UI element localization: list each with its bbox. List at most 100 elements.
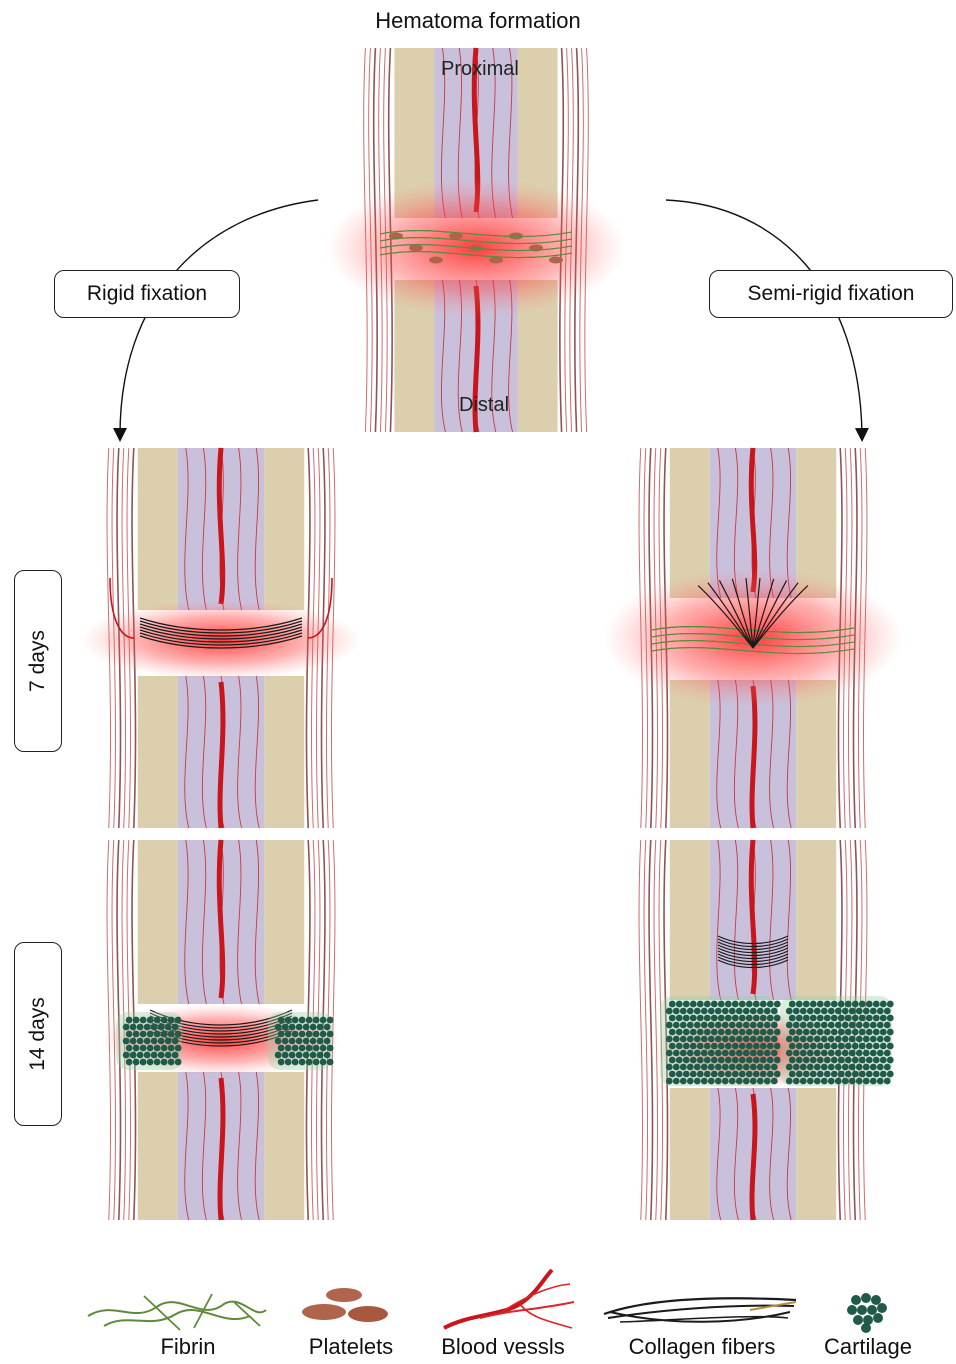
chondrocyte <box>327 1031 334 1038</box>
chondrocyte <box>140 1045 147 1052</box>
chondrocyte <box>680 1022 687 1029</box>
chondrocyte <box>831 1043 838 1050</box>
chondrocyte <box>151 1024 158 1031</box>
chondrocyte <box>817 1001 824 1008</box>
chondrocyte <box>327 1017 334 1024</box>
chondrocyte <box>793 1050 800 1057</box>
chondrocyte <box>147 1017 154 1024</box>
chondrocyte <box>743 1022 750 1029</box>
chondrocyte <box>880 1015 887 1022</box>
rigid-fixation-box: Rigid fixation <box>54 270 240 318</box>
chondrocyte <box>870 1050 877 1057</box>
chondrocyte <box>760 1057 767 1064</box>
chondrocyte <box>789 1071 796 1078</box>
chondrocyte <box>753 1057 760 1064</box>
chondrocyte <box>800 1036 807 1043</box>
chondrocyte <box>666 1064 673 1071</box>
chondrocyte <box>810 1057 817 1064</box>
chondrocyte <box>887 1071 894 1078</box>
chondrocyte <box>704 1015 711 1022</box>
chondrocyte <box>757 1022 764 1029</box>
chondrocyte <box>165 1038 172 1045</box>
chondrocyte <box>130 1052 137 1059</box>
chondrocyte <box>736 1008 743 1015</box>
chondrocyte <box>172 1024 179 1031</box>
chondrocyte <box>859 1029 866 1036</box>
chondrocyte <box>750 1036 757 1043</box>
chondrocyte <box>767 1001 774 1008</box>
chondrocyte <box>824 1015 831 1022</box>
chondrocyte <box>718 1071 725 1078</box>
chondrocyte <box>282 1038 289 1045</box>
chondrocyte <box>715 1078 722 1085</box>
chondrocyte <box>715 1022 722 1029</box>
chondrocyte <box>690 1043 697 1050</box>
chondrocyte <box>884 1008 891 1015</box>
chondrocyte <box>147 1045 154 1052</box>
chondrocyte <box>774 1015 781 1022</box>
chondrocyte <box>736 1022 743 1029</box>
proximal-label: Proximal <box>441 58 519 81</box>
chondrocyte <box>774 1043 781 1050</box>
chondrocyte <box>158 1052 165 1059</box>
chondrocyte <box>310 1052 317 1059</box>
chondrocyte <box>796 1071 803 1078</box>
chondrocyte <box>821 1064 828 1071</box>
chondrocyte <box>680 1064 687 1071</box>
chondrocyte <box>880 1071 887 1078</box>
chondrocyte <box>866 1043 873 1050</box>
chondrocyte <box>887 1001 894 1008</box>
chondrocyte <box>137 1052 144 1059</box>
semirigid-fixation-label: Semi-rigid fixation <box>748 282 915 306</box>
chondrocyte <box>275 1052 282 1059</box>
chondrocyte <box>123 1038 130 1045</box>
chondrocyte <box>824 1001 831 1008</box>
chondrocyte <box>303 1038 310 1045</box>
chondrocyte <box>842 1008 849 1015</box>
chondrocyte <box>739 1015 746 1022</box>
chondrocyte <box>743 1050 750 1057</box>
chondrocyte <box>151 1052 158 1059</box>
chondrocyte <box>320 1031 327 1038</box>
chondrocyte <box>690 1071 697 1078</box>
chondrocyte <box>165 1024 172 1031</box>
chondrocyte <box>313 1045 320 1052</box>
chondrocyte <box>753 1029 760 1036</box>
chondrocyte <box>831 1001 838 1008</box>
chondrocyte <box>729 1008 736 1015</box>
chondrocyte <box>175 1045 182 1052</box>
chondrocyte <box>282 1052 289 1059</box>
chondrocyte <box>743 1064 750 1071</box>
chondrocyte <box>694 1022 701 1029</box>
chondrocyte <box>750 1064 757 1071</box>
chondrocyte <box>867 1305 877 1315</box>
chondrocyte <box>771 1008 778 1015</box>
chondrocyte <box>851 1295 861 1305</box>
chondrocyte <box>771 1022 778 1029</box>
chondrocyte <box>814 1008 821 1015</box>
chondrocyte <box>856 1022 863 1029</box>
chondrocyte <box>743 1078 750 1085</box>
chondrocyte <box>838 1043 845 1050</box>
chondrocyte <box>859 1001 866 1008</box>
chondrocyte <box>680 1078 687 1085</box>
chondrocyte <box>289 1024 296 1031</box>
chondrocyte <box>130 1038 137 1045</box>
chondrocyte <box>736 1064 743 1071</box>
chondrocyte <box>767 1043 774 1050</box>
chondrocyte <box>817 1015 824 1022</box>
chondrocyte <box>757 1050 764 1057</box>
chondrocyte <box>859 1043 866 1050</box>
chondrocyte <box>732 1015 739 1022</box>
chondrocyte <box>278 1017 285 1024</box>
chondrocyte <box>863 1008 870 1015</box>
chondrocyte <box>154 1059 161 1066</box>
chondrocyte <box>317 1038 324 1045</box>
chondrocyte <box>793 1022 800 1029</box>
chondrocyte <box>786 1050 793 1057</box>
chondrocyte <box>856 1036 863 1043</box>
chondrocyte <box>711 1001 718 1008</box>
chondrocyte <box>849 1078 856 1085</box>
chondrocyte <box>746 1029 753 1036</box>
chondrocyte <box>849 1022 856 1029</box>
